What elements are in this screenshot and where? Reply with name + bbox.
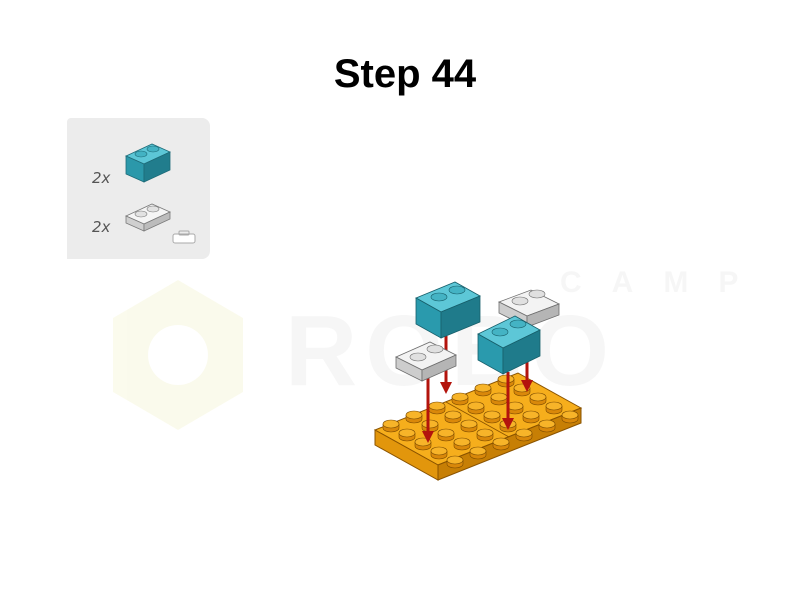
parts-list-panel: 2x 2x	[67, 118, 210, 259]
teal-1x2-brick-icon	[125, 143, 171, 183]
part-quantity: 2x	[92, 218, 111, 236]
teal-brick-top	[415, 281, 481, 339]
white-plate-left	[395, 341, 457, 382]
part-quantity: 2x	[92, 169, 111, 187]
svg-text:CAMP: CAMP	[560, 266, 768, 299]
teal-brick-front	[477, 315, 541, 375]
placement-arrows	[422, 330, 533, 443]
white-1x2-plate-icon	[125, 203, 171, 232]
parts-bag-icon	[172, 230, 196, 244]
orange-base-plates	[373, 372, 583, 481]
step-title: Step 44	[333, 52, 477, 96]
